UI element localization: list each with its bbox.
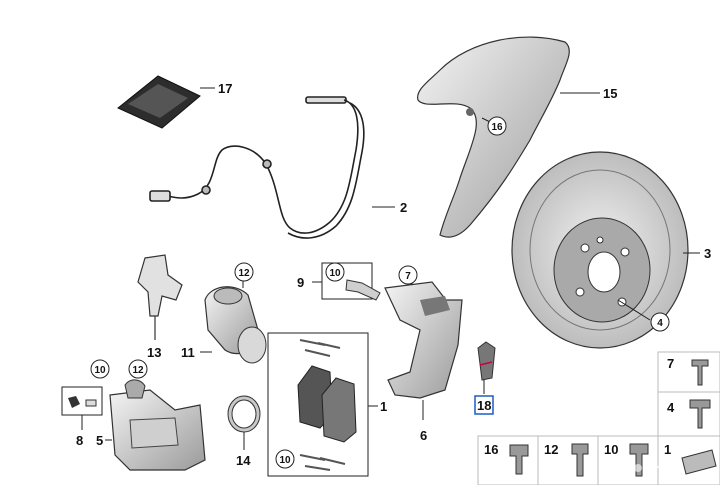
callout-16: 16 bbox=[487, 116, 507, 136]
svg-text:10: 10 bbox=[279, 455, 291, 466]
svg-text:13: 13 bbox=[147, 345, 161, 360]
callout-4: 4 bbox=[650, 312, 670, 332]
callout-18: 18 bbox=[477, 398, 491, 413]
svg-text:15: 15 bbox=[603, 86, 617, 101]
svg-text:4: 4 bbox=[657, 318, 663, 329]
svg-text:1: 1 bbox=[380, 399, 387, 414]
callout-10-bolt: 10 bbox=[325, 262, 345, 282]
bottom-cell-1: 1 bbox=[664, 442, 671, 457]
svg-text:6: 6 bbox=[420, 428, 427, 443]
part-13-bracket bbox=[137, 254, 183, 340]
part-14-seal-ring bbox=[227, 395, 261, 450]
callout-14: 14 bbox=[236, 453, 251, 468]
callout-12-caliper: 12 bbox=[128, 359, 148, 379]
svg-text:8: 8 bbox=[76, 433, 83, 448]
part-3-brake-disc bbox=[511, 151, 700, 349]
part-11-piston-housing bbox=[200, 281, 267, 364]
part-2-wear-sensor bbox=[149, 96, 395, 239]
bottom-cell-12: 12 bbox=[544, 442, 558, 457]
callout-12-top: 12 bbox=[234, 262, 254, 282]
part-1-brake-pads bbox=[267, 332, 378, 477]
svg-text:12: 12 bbox=[238, 268, 250, 279]
svg-text:11: 11 bbox=[181, 345, 195, 360]
callout-7: 7 bbox=[398, 265, 418, 285]
callout-3: 3 bbox=[704, 246, 711, 261]
part-9-bolt-group bbox=[312, 262, 381, 301]
callout-1: 1 bbox=[380, 399, 387, 414]
part-15-splash-shield bbox=[417, 36, 600, 238]
part-18-clip bbox=[474, 341, 496, 415]
side-row-7: 7 bbox=[667, 356, 674, 371]
callout-10-caliper: 10 bbox=[90, 359, 110, 379]
svg-text:7: 7 bbox=[405, 271, 411, 282]
svg-text:18: 18 bbox=[477, 398, 491, 413]
callout-13: 13 bbox=[147, 345, 161, 360]
svg-text:16: 16 bbox=[491, 122, 503, 133]
svg-text:12: 12 bbox=[132, 365, 144, 376]
side-row-4: 4 bbox=[667, 400, 675, 415]
bottom-cell-10: 10 bbox=[604, 442, 618, 457]
part-6-caliper-carrier bbox=[384, 278, 463, 420]
svg-text:5: 5 bbox=[96, 433, 103, 448]
svg-text:3: 3 bbox=[704, 246, 711, 261]
svg-text:10: 10 bbox=[94, 365, 106, 376]
part-5-caliper bbox=[61, 379, 206, 471]
hardware-table-bottom: 16 12 10 1 bbox=[477, 435, 720, 485]
callout-11: 11 bbox=[181, 345, 195, 360]
part-17-cover bbox=[117, 75, 215, 129]
svg-text:17: 17 bbox=[218, 81, 232, 96]
callout-8: 8 bbox=[76, 433, 83, 448]
svg-text:9: 9 bbox=[297, 275, 304, 290]
callout-17: 17 bbox=[218, 81, 232, 96]
svg-text:2: 2 bbox=[400, 200, 407, 215]
svg-text:Avito: Avito bbox=[646, 457, 679, 472]
svg-text:10: 10 bbox=[329, 268, 341, 279]
callout-10-pads: 10 bbox=[275, 449, 295, 469]
callout-5: 5 bbox=[96, 433, 103, 448]
watermark-logo: Avito bbox=[622, 456, 679, 472]
callout-6: 6 bbox=[420, 428, 427, 443]
callout-9: 9 bbox=[297, 275, 304, 290]
callout-15: 15 bbox=[603, 86, 617, 101]
bottom-cell-16: 16 bbox=[484, 442, 498, 457]
svg-text:14: 14 bbox=[236, 453, 251, 468]
callout-2: 2 bbox=[400, 200, 407, 215]
